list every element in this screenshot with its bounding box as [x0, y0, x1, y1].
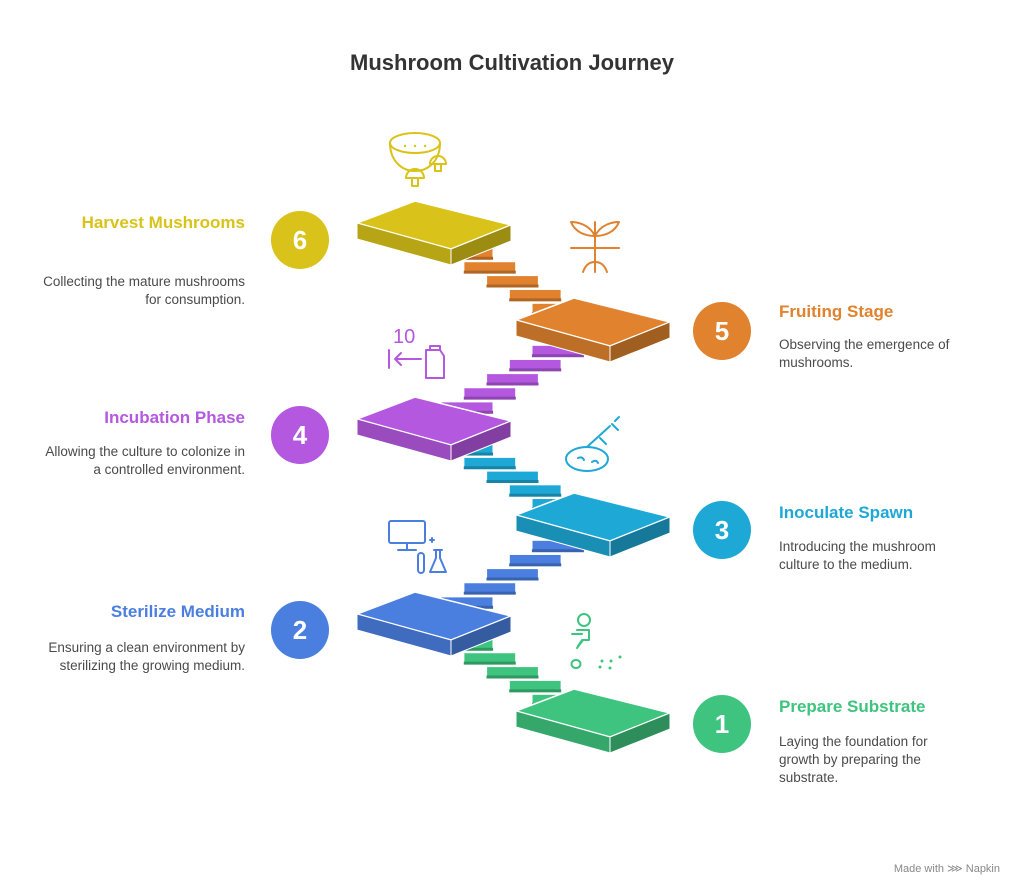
platform-side	[609, 321, 671, 363]
stair-riser	[463, 591, 516, 595]
platform-side	[609, 712, 671, 754]
step-6-description: Collecting the mature mushrooms for cons…	[43, 274, 245, 307]
step-5-badge: 5	[693, 302, 751, 360]
step-1-title: Prepare Substrate	[779, 697, 926, 716]
stair-riser	[486, 577, 539, 581]
stair-riser	[509, 298, 562, 302]
stair-riser	[509, 563, 562, 567]
step-1-description: Laying the foundation for growth by prep…	[779, 734, 928, 785]
badge-number: 4	[293, 420, 308, 450]
stair-riser	[531, 549, 584, 553]
badge-number: 6	[293, 225, 307, 255]
platform-step-2	[356, 591, 512, 657]
platform-side	[450, 615, 512, 657]
platform-side	[609, 516, 671, 558]
step-3-badge: 3	[693, 501, 751, 559]
step-2-badge: 2	[271, 601, 329, 659]
badge-number: 3	[715, 515, 729, 545]
step-2-title: Sterilize Medium	[110, 602, 245, 621]
stair-riser	[486, 284, 539, 288]
badge-circle	[693, 695, 751, 753]
badge-number: 2	[293, 615, 307, 645]
stair-riser	[486, 382, 539, 386]
stair-riser	[463, 661, 516, 665]
badge-circle	[271, 211, 329, 269]
step-5-description: Observing the emergence of mushrooms.	[779, 337, 950, 370]
diagram-title: Mushroom Cultivation Journey	[350, 50, 674, 75]
napkin-credit: Made with ⋙ Napkin	[893, 863, 1000, 875]
stair-riser	[509, 493, 562, 497]
stair-riser	[509, 689, 562, 693]
platform-step-5	[515, 297, 671, 363]
badge-circle	[271, 601, 329, 659]
stair-riser	[463, 270, 516, 274]
step-3-title: Inoculate Spawn	[779, 503, 914, 522]
timer-container-icon: 10	[388, 326, 445, 379]
platform-step-6	[356, 200, 512, 266]
step-1-badge: 1	[693, 695, 751, 753]
badge-circle	[693, 501, 751, 559]
step-5-title: Fruiting Stage	[779, 302, 894, 321]
step-6-badge: 6	[271, 211, 329, 269]
badge-number: 1	[715, 709, 729, 739]
stair-platforms	[356, 200, 671, 754]
step-3-description: Introducing the mushroom culture to the …	[779, 539, 936, 572]
stair-riser	[531, 354, 584, 358]
step-6-title: Harvest Mushrooms	[81, 213, 245, 232]
syringe-petri-dish-icon	[565, 416, 620, 472]
platform-side	[450, 420, 512, 462]
badge-circle	[271, 406, 329, 464]
stair-riser	[486, 675, 539, 679]
platform-step-1	[515, 688, 671, 754]
lab-computer-flask-icon	[388, 520, 447, 574]
step-2-description: Ensuring a clean environment by steriliz…	[48, 640, 245, 673]
platform-side	[450, 224, 512, 266]
step-4-title: Incubation Phase	[104, 408, 245, 427]
badge-circle	[693, 302, 751, 360]
stair-riser	[463, 466, 516, 470]
platform-step-4	[356, 396, 512, 462]
step-number-badges: 1 2 3 4 5 6	[271, 211, 751, 753]
stair-riser	[509, 368, 562, 372]
stair-riser	[486, 480, 539, 483]
mushroom-bowl-icon	[389, 132, 447, 187]
badge-number: 5	[715, 316, 729, 346]
sprout-icon	[570, 221, 620, 273]
step-4-badge: 4	[271, 406, 329, 464]
step-4-description: Allowing the culture to colonize in a co…	[45, 444, 245, 477]
platform-step-3	[515, 492, 671, 558]
gardener-icon	[570, 613, 622, 670]
svg-text:10: 10	[393, 326, 415, 348]
stair-riser	[463, 396, 516, 400]
